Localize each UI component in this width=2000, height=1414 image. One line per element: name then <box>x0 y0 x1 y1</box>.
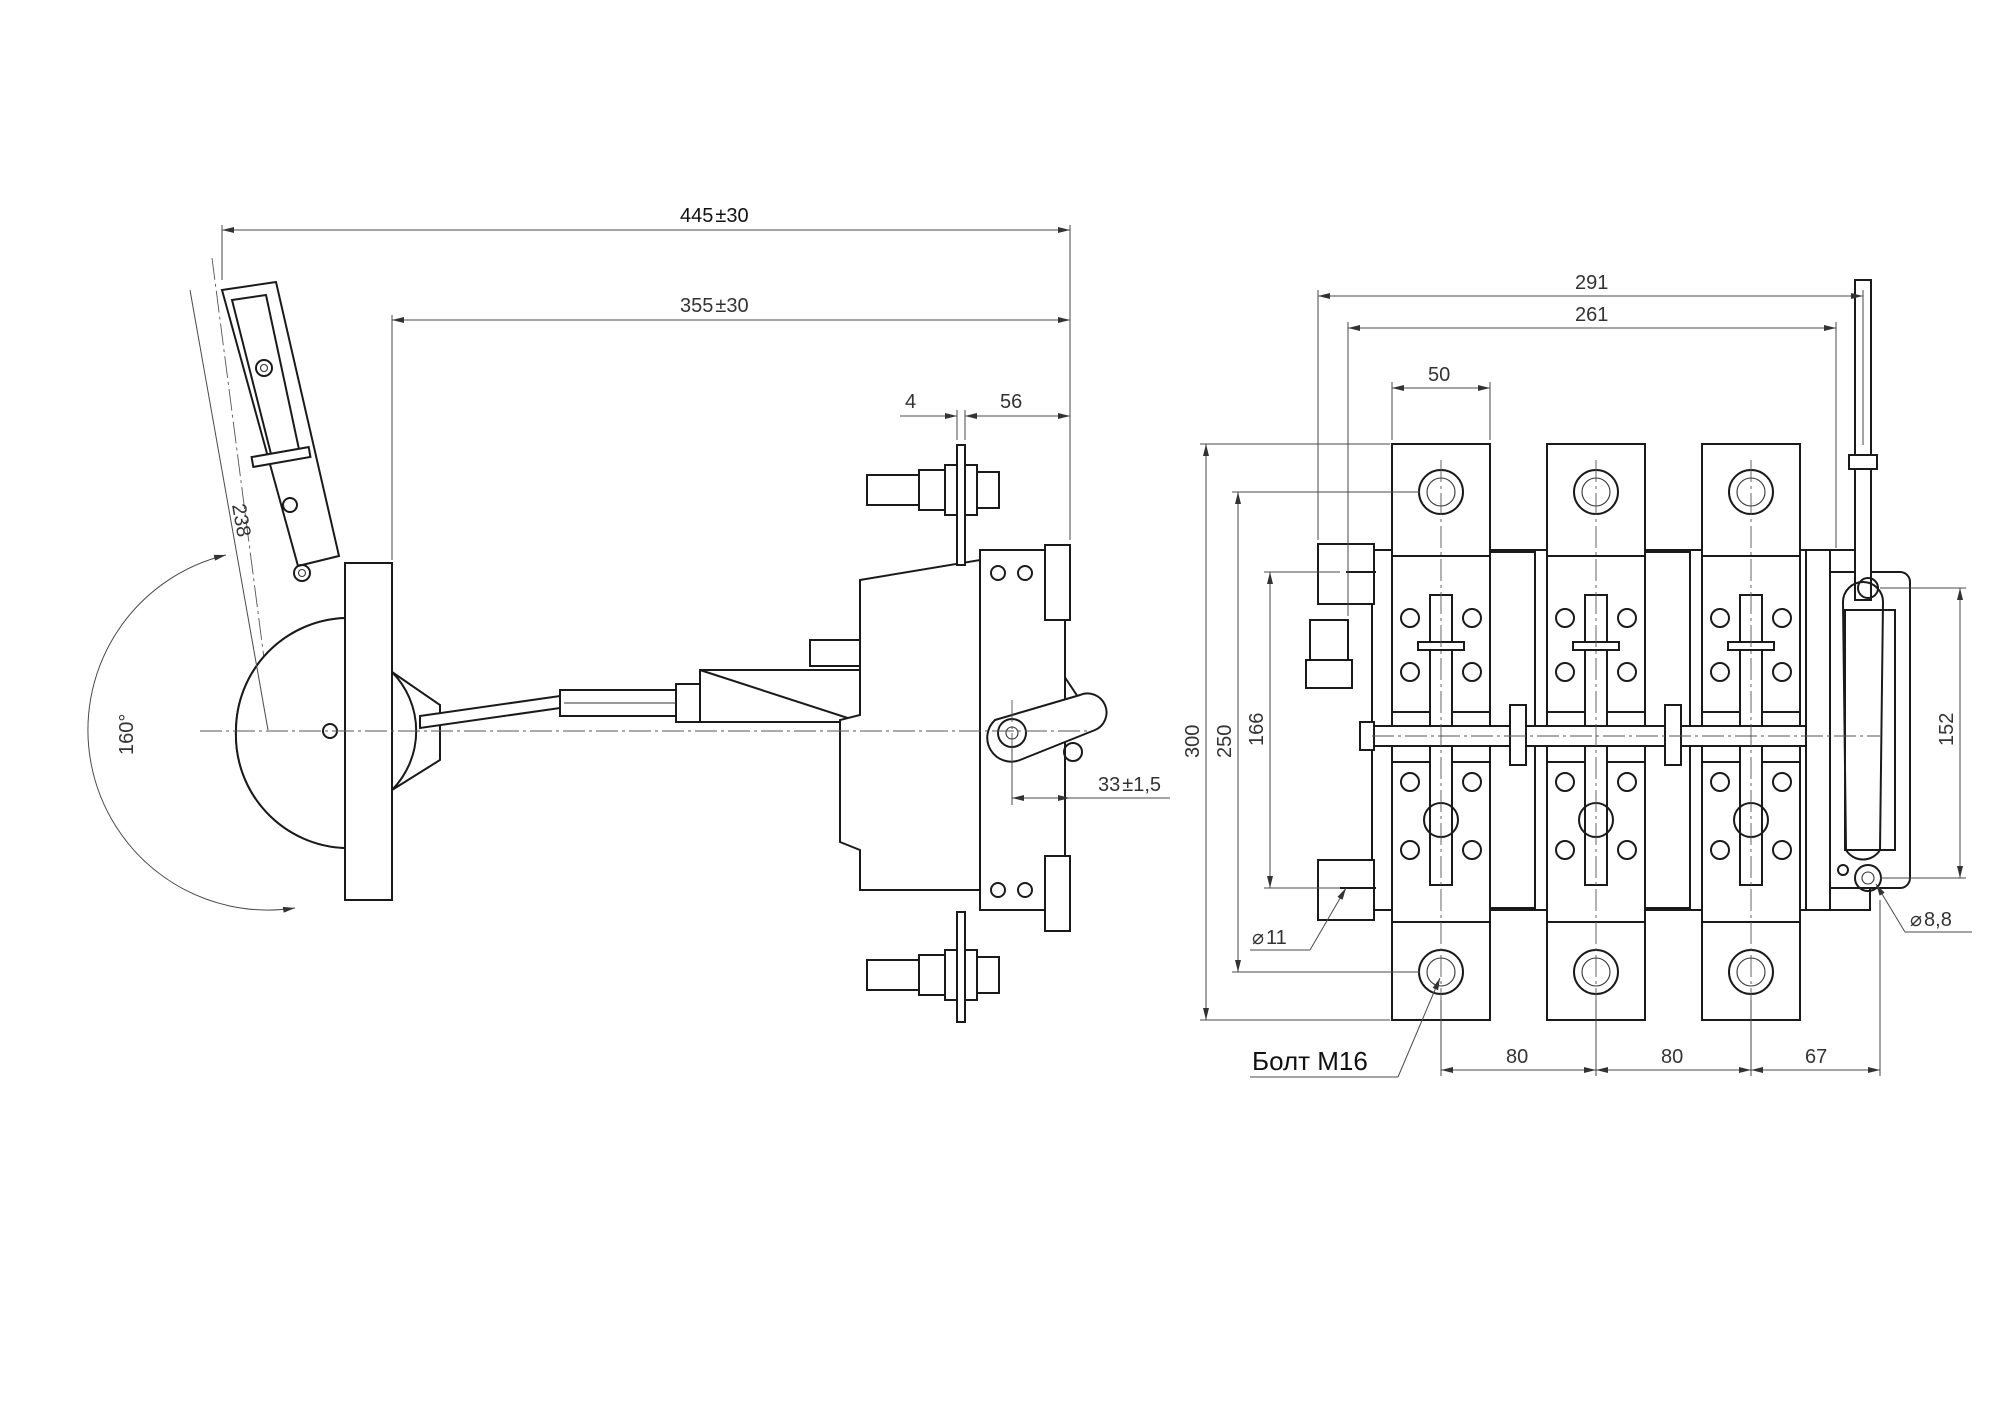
dim-mount-hole: ⌀11 <box>1250 887 1347 951</box>
bolt-callout: Болт М16 <box>1250 977 1441 1078</box>
dim-swing-angle: 160° <box>87 554 296 913</box>
handle-hub <box>234 562 441 901</box>
switch-body-side <box>809 544 1108 932</box>
svg-text:67: 67 <box>1805 1046 1827 1068</box>
svg-text:250: 250 <box>1214 725 1236 758</box>
svg-text:355±30: 355±30 <box>680 295 749 317</box>
dim-overall-width: 445±30 <box>221 205 1071 540</box>
terminal-plate-upper <box>866 444 1000 566</box>
svg-text:80: 80 <box>1661 1046 1683 1068</box>
dim-base-width: 261 <box>1347 304 1837 616</box>
svg-text:291: 291 <box>1575 272 1608 294</box>
dim-pitches: 80 80 67 <box>1440 900 1881 1076</box>
svg-text:⌀8,8: ⌀8,8 <box>1910 909 1952 931</box>
dim-handle-reach: 355±30 <box>391 295 1070 560</box>
svg-text:261: 261 <box>1575 304 1608 326</box>
svg-text:238: 238 <box>227 502 254 539</box>
hex-nuts <box>1400 608 1792 860</box>
svg-text:445±30: 445±30 <box>680 205 749 227</box>
dim-side-hole: ⌀8,8 <box>1875 883 1972 933</box>
svg-text:50: 50 <box>1428 364 1450 386</box>
dim-plate-and-offset: 4 56 <box>900 391 1070 440</box>
operating-handle <box>211 257 341 721</box>
dim-side-height: 152 <box>1880 587 1966 879</box>
svg-text:152: 152 <box>1936 713 1958 746</box>
mounting-bracket-lower <box>1317 859 1376 921</box>
dim-busbar-width: 50 <box>1391 364 1491 440</box>
dim-total-width: 291 <box>1317 272 1864 540</box>
side-view: 445±30 355±30 4 56 238 160° 33±1,5 <box>87 205 1170 1023</box>
svg-text:160°: 160° <box>116 714 138 755</box>
dim-hole-spacing: 250 <box>1214 491 1420 973</box>
svg-text:300: 300 <box>1182 725 1204 758</box>
mounting-bracket-upper <box>1305 543 1376 689</box>
dim-mount-spacing: 166 <box>1246 571 1340 889</box>
svg-text:4: 4 <box>905 391 916 413</box>
bolt-label: Болт М16 <box>1252 1046 1368 1076</box>
svg-text:166: 166 <box>1246 713 1268 746</box>
svg-text:56: 56 <box>1000 391 1022 413</box>
svg-text:⌀11: ⌀11 <box>1252 927 1287 949</box>
drive-mechanism <box>1805 279 1911 911</box>
dim-pivot-offset: 33±1,5 <box>1011 745 1170 805</box>
dim-total-height: 300 <box>1182 443 1390 1021</box>
front-view: 291 261 50 300 250 <box>1182 272 1972 1078</box>
svg-text:80: 80 <box>1506 1046 1528 1068</box>
svg-text:33±1,5: 33±1,5 <box>1098 774 1161 796</box>
terminal-plate-lower <box>866 911 1000 1023</box>
